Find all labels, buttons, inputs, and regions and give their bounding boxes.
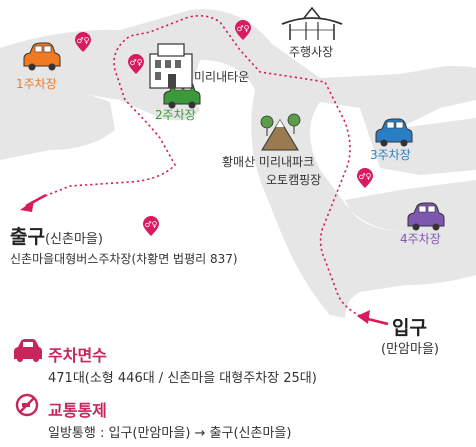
parking3-label: 3주차장 (370, 148, 411, 162)
traffic-control-title: 교통통제 (48, 401, 107, 420)
restroom-icon: ♂♀ (75, 32, 91, 52)
one-way-route (27, 14, 366, 319)
entrance-main: 입구 (392, 317, 427, 339)
traffic-control-desc: 일방통행 : 입구(만암마을) → 출구(신촌마을) (48, 426, 292, 441)
parking1-label: 1주차장 (16, 77, 57, 91)
car-icon (23, 42, 61, 71)
parking-count-title: 주차면수 (48, 346, 107, 365)
pavilion-label: 주행사장 (289, 45, 334, 59)
restroom-icon: ♂♀ (235, 20, 251, 40)
road-top (0, 9, 476, 319)
car-icon (407, 202, 445, 231)
parking-count-desc: 471대(소형 446대 / 신촌마을 대형주차장 25대) (48, 371, 317, 386)
pavilion-icon (281, 6, 343, 40)
entrance-arrow (357, 310, 389, 326)
exit-label: 출구(신촌마을) (10, 222, 103, 249)
car-icon (375, 118, 413, 147)
svg-text:♂♀: ♂♀ (144, 220, 157, 229)
camping-label-line2: 오토캠핑장 (266, 173, 322, 187)
exit-bus-parking: 신촌마을대형버스주차장(차황면 법평리 837) (10, 252, 238, 266)
car-icon (14, 339, 42, 362)
mountain-icon (260, 113, 301, 151)
svg-text:♂♀: ♂♀ (358, 172, 371, 181)
parking4-label: 4주차장 (400, 232, 441, 246)
entrance-sub: (만암마을) (381, 342, 439, 357)
exit-arrow (20, 193, 47, 212)
svg-text:♂♀: ♂♀ (76, 36, 89, 45)
mirinae-town-label: 미리내타운 (194, 70, 250, 84)
svg-text:♂♀: ♂♀ (236, 24, 249, 33)
restroom-icon: ♂♀ (357, 168, 373, 188)
restroom-icon: ♂♀ (128, 54, 144, 74)
exit-sub: (신촌마을) (44, 232, 103, 247)
exit-main: 출구 (10, 226, 45, 248)
no-entry-icon (15, 393, 39, 417)
road-left (0, 94, 115, 160)
camping-label-line1: 황매산 미리내파크 (222, 155, 315, 169)
building-icon (149, 43, 193, 89)
svg-text:♂♀: ♂♀ (129, 58, 142, 67)
restroom-icon: ♂♀ (143, 216, 159, 236)
parking2-label: 2주차장 (155, 108, 196, 122)
